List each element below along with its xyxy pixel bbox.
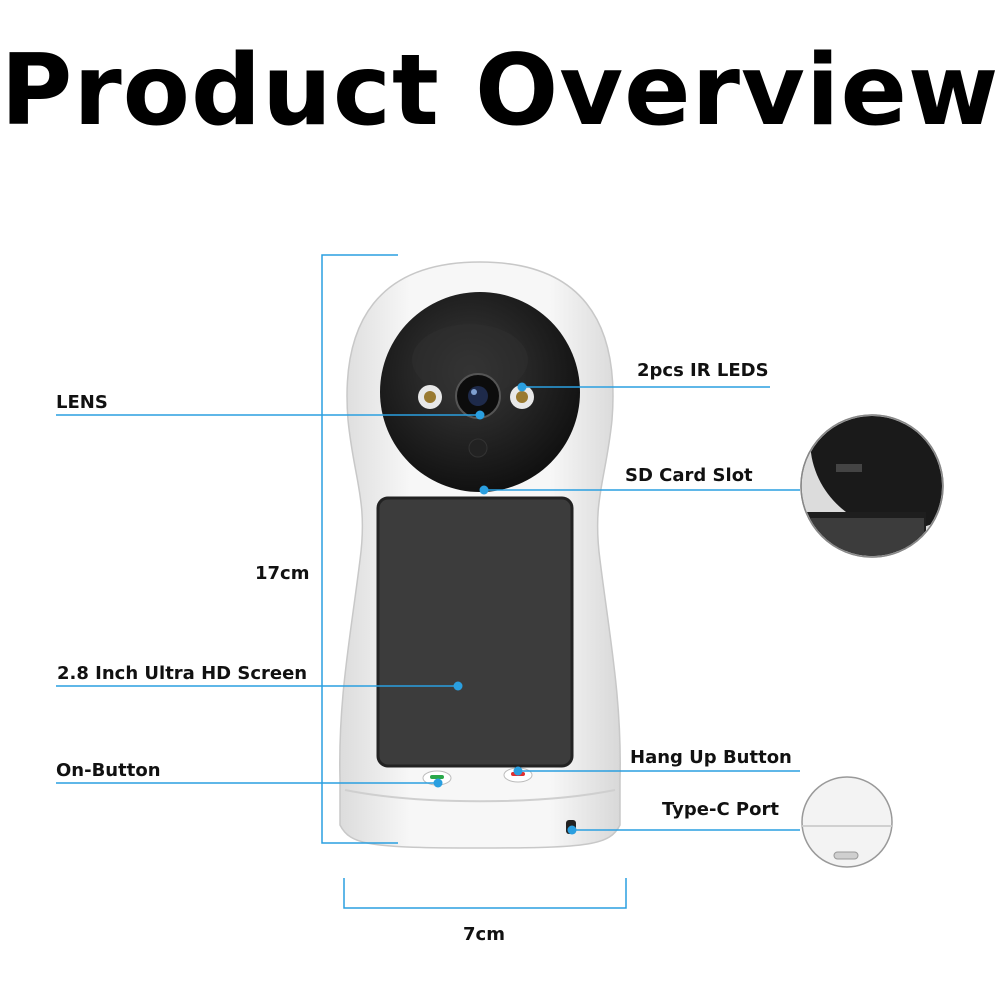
label-sd-card-slot: SD Card Slot xyxy=(625,465,753,486)
label-ir-leds: 2pcs IR LEDS xyxy=(637,360,769,381)
page-title: Product Overview xyxy=(0,34,1000,148)
camera-device xyxy=(339,261,621,849)
label-lens: LENS xyxy=(56,392,108,413)
label-type-c-port: Type-C Port xyxy=(662,799,779,820)
sd-card-inset xyxy=(800,414,944,558)
ir-led-right xyxy=(510,385,534,409)
label-height: 17cm xyxy=(255,563,310,584)
on-button[interactable] xyxy=(422,770,452,786)
label-screen: 2.8 Inch Ultra HD Screen xyxy=(57,663,308,684)
label-on-button: On-Button xyxy=(56,760,161,781)
label-width: 7cm xyxy=(463,924,505,945)
label-hang-up-button: Hang Up Button xyxy=(630,747,792,768)
leader-lines xyxy=(56,254,800,909)
lens xyxy=(455,373,501,419)
screen xyxy=(376,496,574,768)
type-c-inset xyxy=(801,776,893,868)
ir-led-left xyxy=(418,385,442,409)
